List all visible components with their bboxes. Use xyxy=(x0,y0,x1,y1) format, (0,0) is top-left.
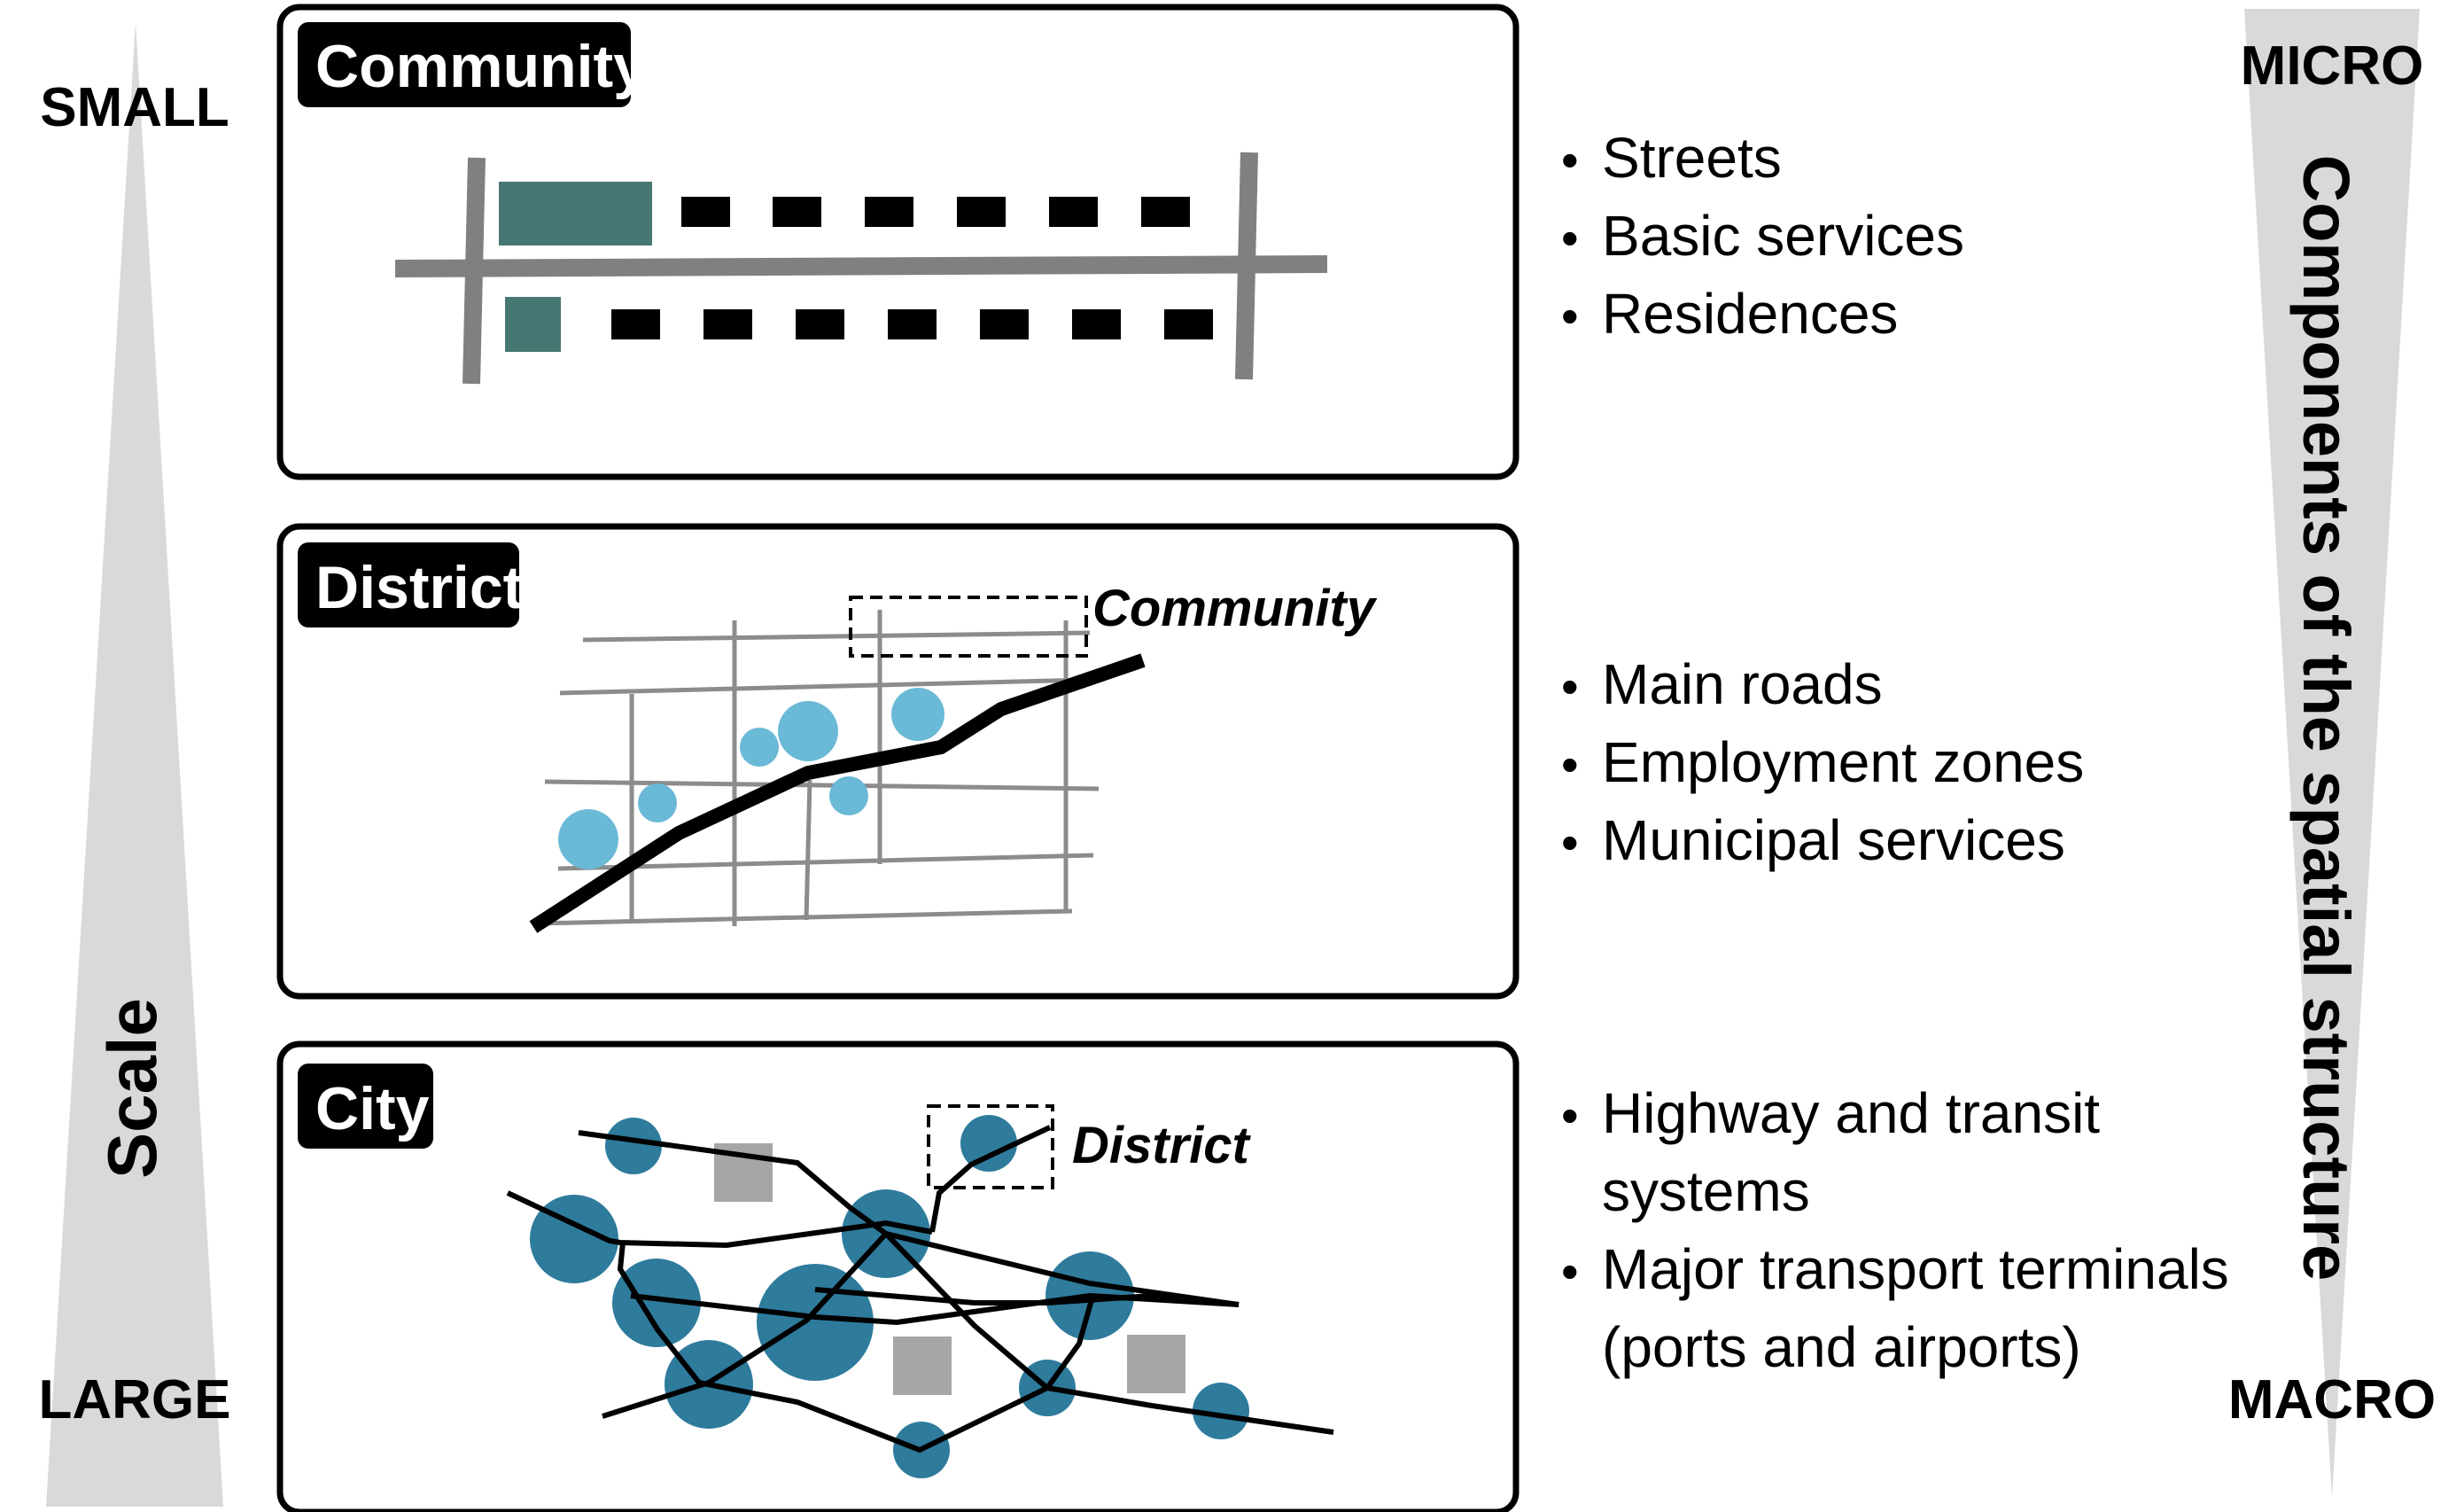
bullet-marker: • xyxy=(1561,1087,1579,1143)
residences-bottom-row xyxy=(611,309,1213,339)
panel-community-title: Community xyxy=(315,33,647,100)
components-triangle xyxy=(2244,9,2420,1498)
bullet-marker: • xyxy=(1561,814,1579,870)
scale-bottom-label: LARGE xyxy=(39,1369,231,1430)
components-top-label: MICRO xyxy=(2241,35,2424,97)
main-road xyxy=(529,653,1146,933)
community-bullets: • Streets • Basic services • Residences xyxy=(1561,126,1964,346)
basic-service-building xyxy=(499,182,652,246)
panel-district: District Community xyxy=(276,523,1520,1000)
bullet-highway-transit-cont: systems xyxy=(1602,1159,1810,1223)
bullet-marker: • xyxy=(1561,210,1579,266)
bullet-marker: • xyxy=(1561,132,1579,188)
scale-top-label: SMALL xyxy=(40,77,229,138)
bullet-marker: • xyxy=(1561,737,1579,792)
bullet-main-roads: Main roads xyxy=(1602,652,1883,716)
bullet-marker: • xyxy=(1561,659,1579,714)
district-bullets: • Main roads • Employment zones • Munici… xyxy=(1561,652,2084,872)
components-axis-label: Components of the spatial structure xyxy=(2289,155,2363,1281)
bullet-streets: Streets xyxy=(1602,126,1782,190)
bullet-basic-services: Basic services xyxy=(1602,204,1964,268)
panel-district-title-bg xyxy=(298,542,519,627)
transit-lines xyxy=(506,1125,1334,1454)
bullet-residences: Residences xyxy=(1602,282,1898,346)
scale-axis-label: Scale xyxy=(93,998,171,1179)
district-street-grid xyxy=(536,610,1100,926)
bullet-employment-zones: Employment zones xyxy=(1602,730,2084,794)
bullet-marker: • xyxy=(1561,1243,1579,1299)
scale-triangle xyxy=(46,22,223,1507)
bullet-highway-transit: Highway and transit xyxy=(1602,1081,2100,1145)
bullet-transport-terminals: Major transport terminals xyxy=(1602,1237,2229,1301)
district-community-inset-box xyxy=(849,596,1088,658)
panel-community-title-bg xyxy=(298,22,631,107)
basic-service-building xyxy=(505,297,561,352)
panel-city-title: City xyxy=(315,1075,430,1142)
city-bullets: • Highway and transit systems • Major tr… xyxy=(1561,1081,2229,1379)
community-streets xyxy=(394,152,1328,385)
bullet-transport-terminals-cont: (ports and airports) xyxy=(1602,1315,2081,1379)
panel-community-frame xyxy=(276,4,1520,480)
district-community-inset-label: Community xyxy=(1092,580,1378,637)
bullet-marker: • xyxy=(1561,288,1579,344)
bullet-municipal-services: Municipal services xyxy=(1602,808,2065,872)
components-bottom-label: MACRO xyxy=(2228,1369,2436,1430)
city-district-inset-box xyxy=(927,1104,1054,1189)
panel-community: Community xyxy=(276,4,1520,480)
panel-city: City xyxy=(276,1040,1520,1512)
city-district-inset-label: District xyxy=(1072,1117,1252,1174)
panel-city-title-bg xyxy=(298,1064,433,1149)
employment-zones xyxy=(558,688,944,869)
residences-top-row xyxy=(681,197,1190,227)
panel-district-title: District xyxy=(315,554,523,621)
